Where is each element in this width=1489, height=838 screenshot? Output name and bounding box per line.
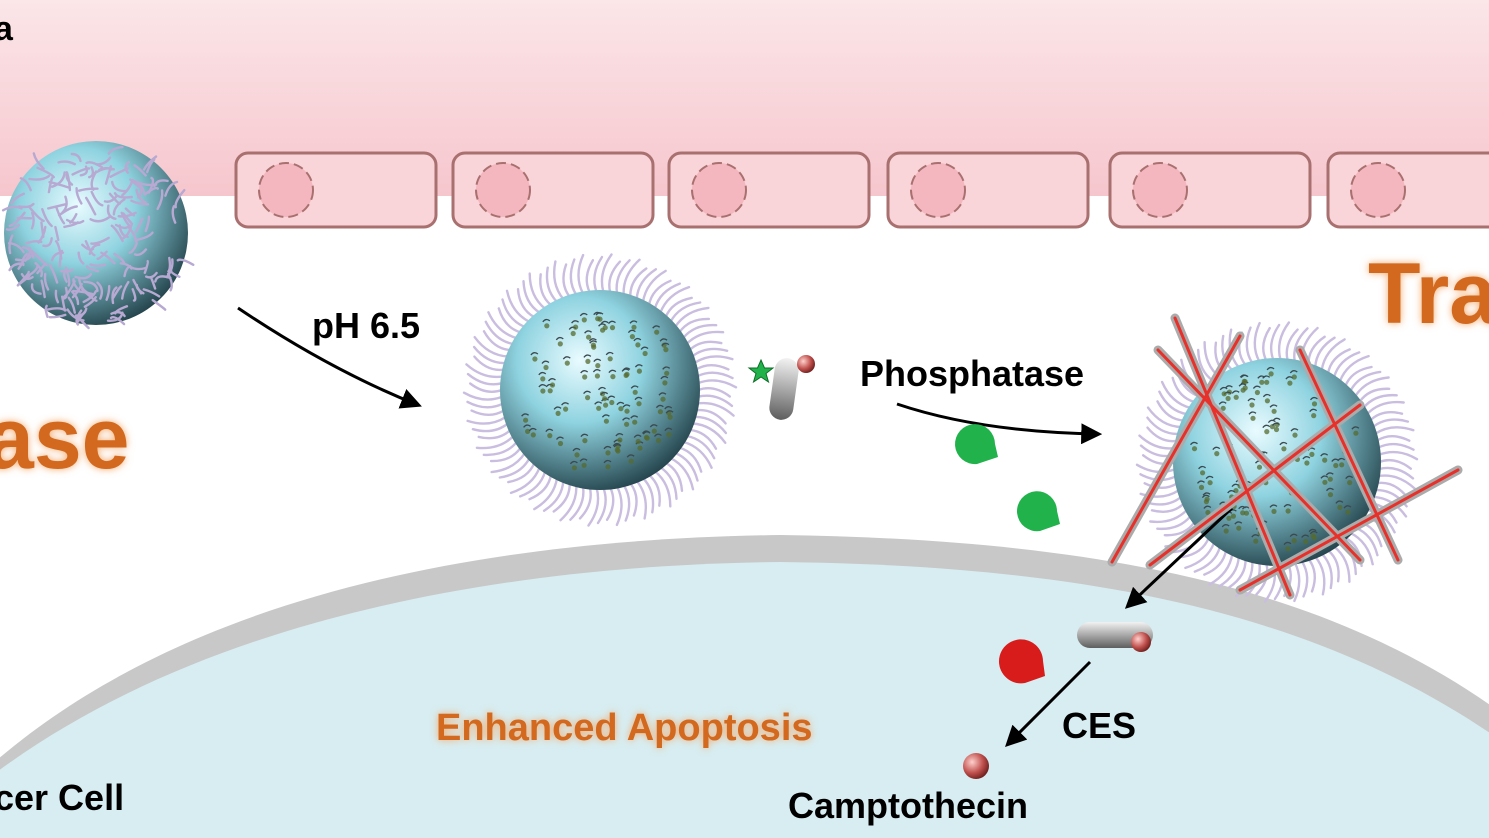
panel-letter: a <box>0 10 14 48</box>
drug-label: Camptothecin <box>788 785 1028 826</box>
pacman-enzyme-icon <box>1017 491 1060 531</box>
prodrug-capsule-icon <box>768 355 815 421</box>
vessel-cell <box>888 153 1088 227</box>
left-title: ase <box>0 391 130 487</box>
arrow-phosphatase <box>897 404 1098 434</box>
vessel-cell <box>236 153 436 227</box>
vessel-cell <box>1328 153 1489 227</box>
ph-label: pH 6.5 <box>312 305 420 346</box>
phosphatase-label: Phosphatase <box>860 353 1084 394</box>
right-title: Tra <box>1368 246 1489 342</box>
vessel-cell <box>453 153 653 227</box>
prodrug-capsule-intracellular <box>1077 622 1153 652</box>
ces-label: CES <box>1062 705 1136 746</box>
cell-label: cer Cell <box>0 777 124 818</box>
vessel-cell <box>1110 153 1310 227</box>
star-phosphate-icon <box>749 360 773 382</box>
vessel-cell-row <box>236 153 1489 227</box>
vessel-cell <box>669 153 869 227</box>
apoptosis-label: Enhanced Apoptosis <box>436 707 813 749</box>
camptothecin-molecule <box>963 753 989 779</box>
pacman-enzyme-icon <box>955 424 998 464</box>
nanoparticle-exposed <box>464 255 736 526</box>
